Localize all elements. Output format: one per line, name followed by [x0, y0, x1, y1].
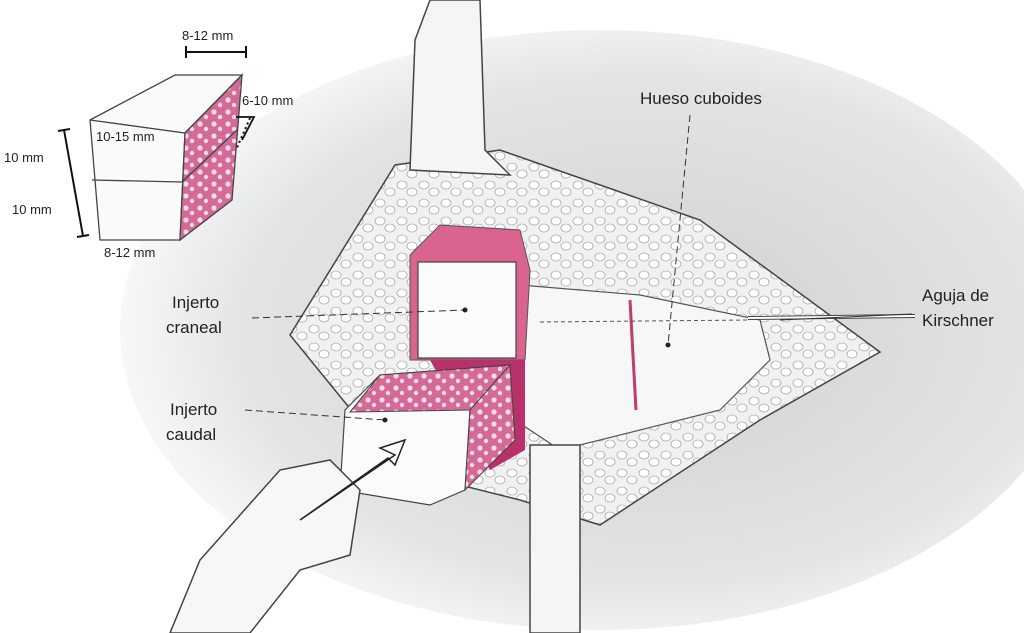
caudal-graft-side [464, 363, 516, 492]
graft-diagram [57, 46, 256, 242]
label-cuboid-bone: Hueso cuboides [640, 89, 762, 108]
impactor [169, 459, 361, 633]
label-line: Injerto [170, 400, 218, 419]
label-line: Injerto [172, 293, 220, 312]
label-kirschner-wire: Aguja de Kirschner [922, 283, 994, 333]
leader-cuboid [667, 114, 691, 346]
label-cranial-graft: Injerto craneal [166, 290, 222, 340]
dim-lower-height: 10 mm [12, 202, 52, 217]
insertion-arrow-icon [299, 438, 407, 521]
dim-upper-height: 10 mm [4, 150, 44, 165]
leader-cranial [251, 309, 466, 319]
retractor-top [409, 0, 512, 176]
label-line: craneal [166, 318, 222, 337]
label-line: caudal [166, 425, 217, 444]
dim-length: 10-15 mm [96, 129, 155, 144]
leader-caudal [244, 409, 386, 421]
label-caudal-graft: Injerto caudal [166, 397, 218, 447]
dim-top-width: 8-12 mm [182, 28, 234, 43]
dim-bottom-width: 8-12 mm [104, 245, 156, 260]
leader-kwire [779, 313, 913, 321]
dim-depth: 6-10 mm [242, 93, 294, 108]
label-line: Aguja de [922, 286, 990, 305]
label-line: Kirschner [922, 311, 994, 330]
retractor-bottom [529, 444, 581, 633]
graft-slot [628, 299, 638, 411]
